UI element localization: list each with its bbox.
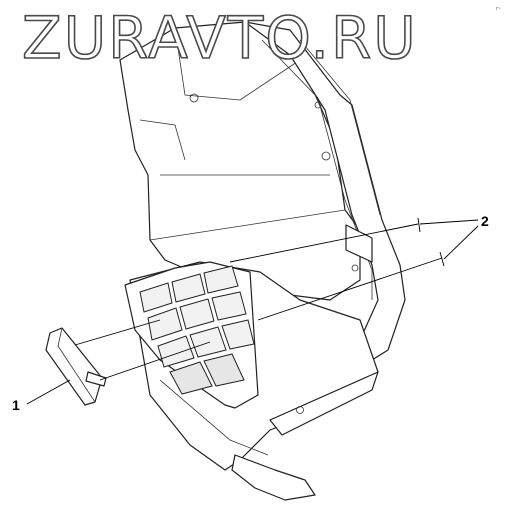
part-1-insert [45,327,107,406]
assembly-lines [26,217,479,405]
callout-2: 2 [481,213,489,229]
side-bracket [244,21,406,361]
callout-1: 1 [12,397,20,413]
watermark: ZURAVTO.RU [22,4,418,72]
corner-mark: r~ [496,6,501,12]
vent-grille [124,261,259,409]
upper-duct [119,21,361,301]
